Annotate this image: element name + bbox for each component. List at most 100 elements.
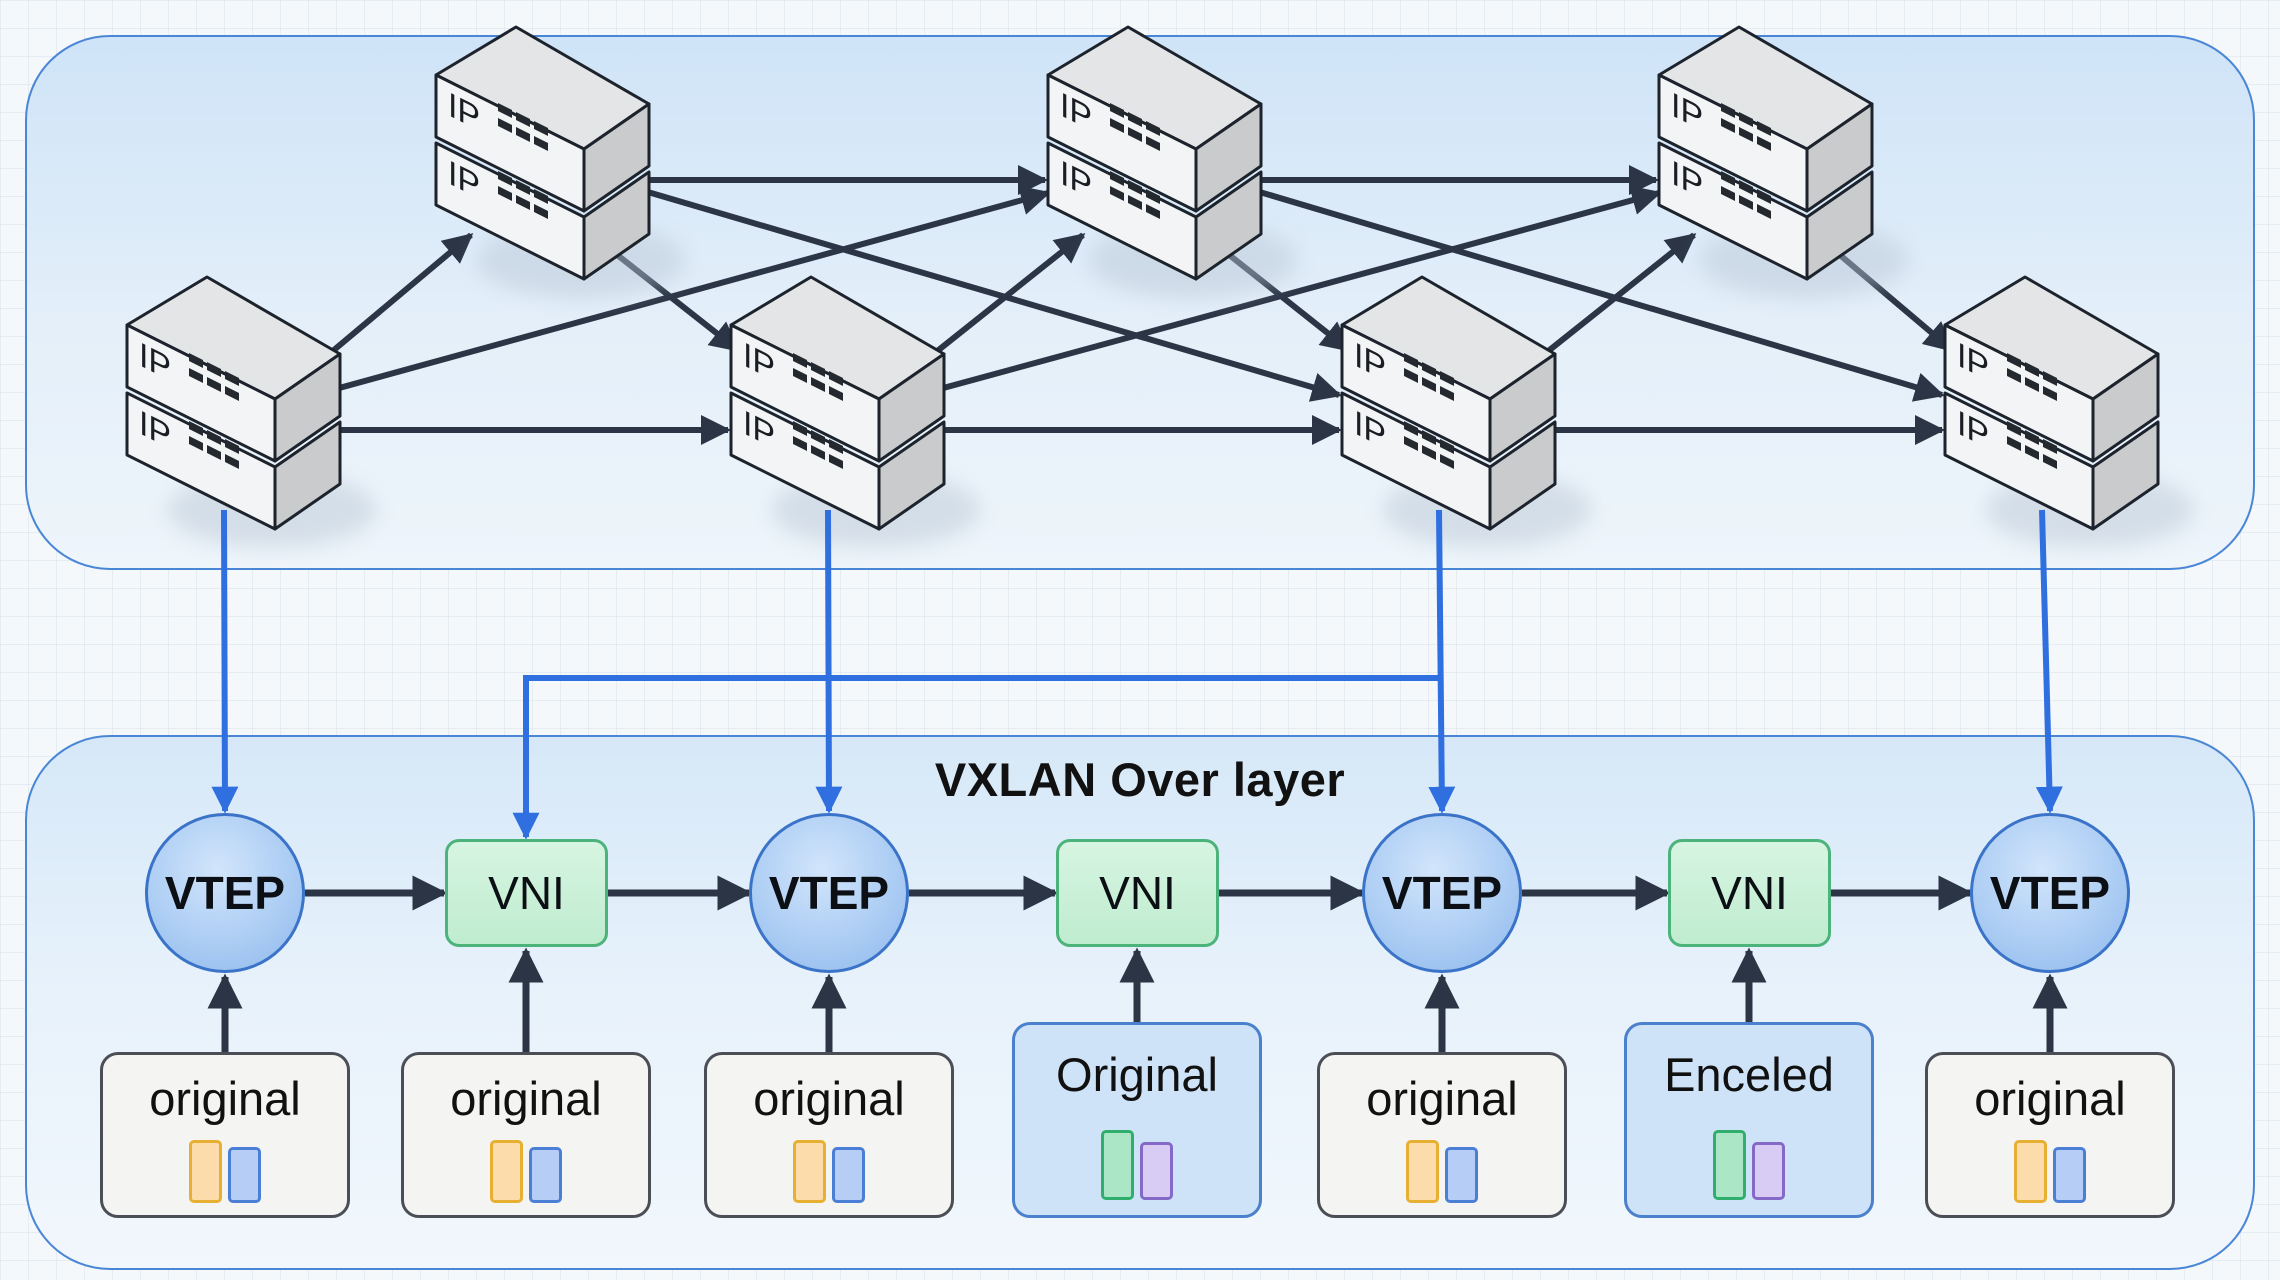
router-port-icon xyxy=(1128,180,1142,195)
router-port-icon xyxy=(1110,171,1124,186)
router-port-icon xyxy=(1404,353,1418,368)
router-port-icon xyxy=(793,368,807,383)
payload-label: original xyxy=(450,1072,602,1125)
router-port-icon xyxy=(207,445,221,460)
packet-icon xyxy=(1015,1130,1259,1200)
router-port-icon xyxy=(534,189,548,204)
router-side-face xyxy=(1805,102,1874,213)
packet-icon xyxy=(1320,1140,1564,1203)
router-to-vtep-link xyxy=(2035,509,2063,814)
router-port-icon xyxy=(1721,103,1735,118)
payload-label: original xyxy=(149,1072,301,1125)
router-port-icon xyxy=(793,436,807,451)
router-port-icon xyxy=(1128,112,1142,127)
router-port-icon xyxy=(1721,118,1735,133)
router-port-icon xyxy=(1422,430,1436,445)
router-side-face xyxy=(273,352,342,463)
router-port-icon xyxy=(2007,353,2021,368)
router-port-icon xyxy=(829,439,843,454)
router-port-icon xyxy=(811,430,825,445)
router-port-icon xyxy=(207,377,221,392)
router-port-icon xyxy=(2025,430,2039,445)
router-port-icon xyxy=(498,171,512,186)
router-port-icon xyxy=(1146,204,1160,219)
payload-box: original xyxy=(1925,1052,2175,1218)
router-port-icon xyxy=(793,421,807,436)
router-port-icon xyxy=(189,368,203,383)
overlay-links xyxy=(207,875,2068,1052)
router-port-icon xyxy=(498,186,512,201)
blue-packet-block-icon xyxy=(529,1147,562,1203)
underlay-link-r1-r2 xyxy=(320,232,474,363)
router-port-icon xyxy=(189,353,203,368)
router-port-icon xyxy=(1110,103,1124,118)
router-port-icon xyxy=(1146,136,1160,151)
packet-icon xyxy=(103,1140,347,1203)
router-port-icon xyxy=(1440,454,1454,469)
router-side-face xyxy=(273,420,342,531)
router-port-icon xyxy=(1128,195,1142,210)
router-port-icon xyxy=(2043,371,2057,386)
router-port-icon xyxy=(2043,386,2057,401)
router-port-icon xyxy=(811,362,825,377)
router-side-face xyxy=(1194,102,1263,213)
payload-box: Original xyxy=(1012,1022,1262,1218)
packet-icon xyxy=(707,1140,951,1203)
green-packet-block-icon xyxy=(1101,1130,1134,1200)
underlay-link-r3-r6 xyxy=(935,185,1662,393)
router-port-icon xyxy=(1404,368,1418,383)
vni-node: VNI xyxy=(1668,839,1831,947)
router-port-icon xyxy=(498,118,512,133)
router-port-icon xyxy=(1739,180,1753,195)
router-port-icon xyxy=(811,377,825,392)
router-port-icon xyxy=(498,103,512,118)
router-port-icon xyxy=(1146,189,1160,204)
router-port-icon xyxy=(2043,454,2057,469)
router-side-face xyxy=(1488,420,1557,531)
router-port-icon xyxy=(811,445,825,460)
blue-packet-block-icon xyxy=(2053,1147,2086,1203)
router-port-icon xyxy=(189,436,203,451)
router-port-icon xyxy=(225,371,239,386)
router-port-icon xyxy=(516,112,530,127)
purple-packet-block-icon xyxy=(1752,1142,1785,1200)
payload-label: Enceled xyxy=(1664,1048,1834,1101)
router-port-icon xyxy=(1110,118,1124,133)
orange-packet-block-icon xyxy=(1406,1140,1439,1203)
router-port-icon xyxy=(1721,186,1735,201)
router-port-icon xyxy=(829,454,843,469)
payload-box: original xyxy=(704,1052,954,1218)
router-port-icon xyxy=(207,362,221,377)
vni-node: VNI xyxy=(1056,839,1219,947)
blue-packet-block-icon xyxy=(1445,1147,1478,1203)
router-port-icon xyxy=(1422,377,1436,392)
vtep-node: VTEP xyxy=(1970,813,2130,973)
router-side-face xyxy=(1488,352,1557,463)
router-port-icon xyxy=(534,121,548,136)
router-port-icon xyxy=(1146,121,1160,136)
router-port-icon xyxy=(1757,204,1771,219)
router-port-icon xyxy=(1404,421,1418,436)
orange-packet-block-icon xyxy=(2014,1140,2047,1203)
router-to-vtep-link xyxy=(815,509,843,814)
router-side-face xyxy=(877,352,946,463)
underlay-link-r3-r4 xyxy=(924,232,1086,363)
payload-box: original xyxy=(401,1052,651,1218)
underlay-link-r5-r6 xyxy=(1535,232,1697,363)
router-port-icon xyxy=(829,371,843,386)
router-port-icon xyxy=(225,454,239,469)
router-port-icon xyxy=(1739,112,1753,127)
payload-box: original xyxy=(1317,1052,1567,1218)
router-port-icon xyxy=(189,421,203,436)
router-side-face xyxy=(2091,352,2160,463)
payload-box: original xyxy=(100,1052,350,1218)
orange-packet-block-icon xyxy=(189,1140,222,1203)
vtep-node: VTEP xyxy=(1362,813,1522,973)
router-port-icon xyxy=(793,353,807,368)
router-port-icon xyxy=(1128,127,1142,142)
router-port-icon xyxy=(2043,439,2057,454)
